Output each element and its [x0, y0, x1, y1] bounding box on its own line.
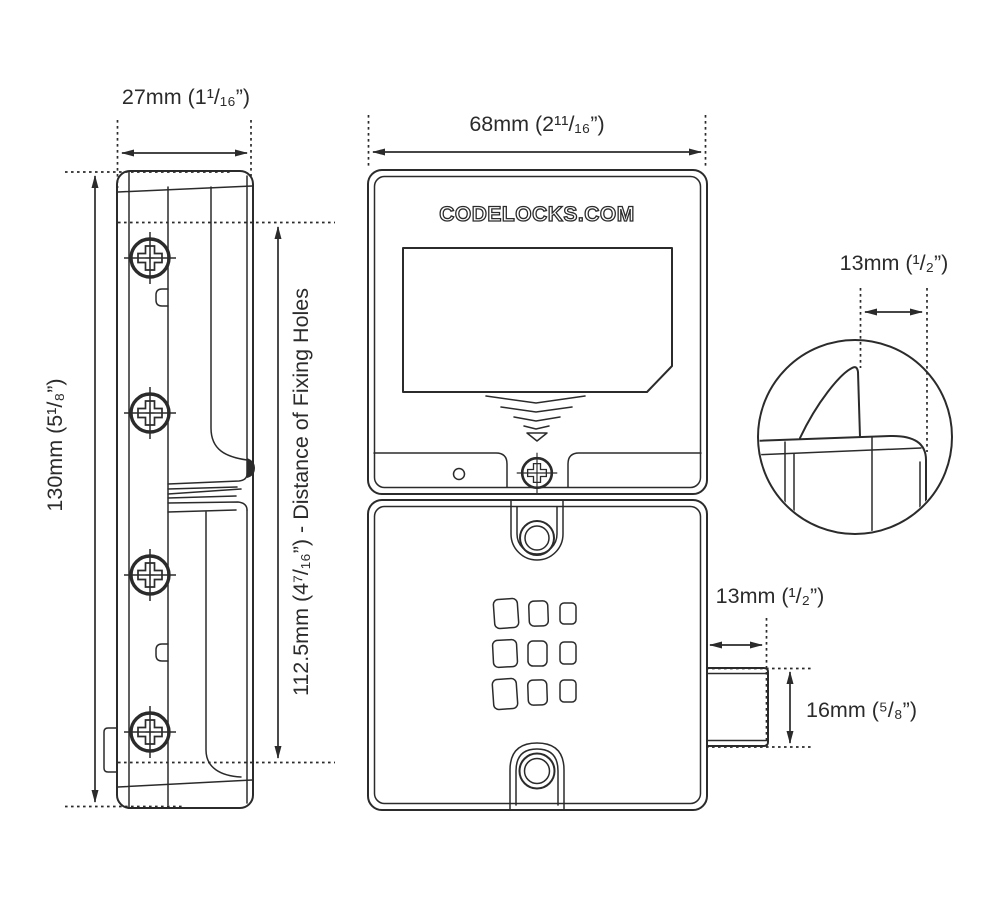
screw-hole-inner-icon	[523, 757, 551, 785]
screw-hole-icon	[519, 520, 555, 556]
keypad-button	[492, 597, 520, 630]
front-top-outline	[367, 169, 708, 495]
dim-fixing-holes-label: 112.5mm (4⁷/₁₆”) - Distance of Fixing Ho…	[289, 288, 313, 696]
dimension-68mm: 68mm (2¹¹/₁₆”)	[367, 112, 707, 168]
latch-fin-icon	[799, 366, 861, 439]
screw-hole-icon	[518, 752, 556, 790]
dim-latch-width-label: 13mm (¹/₂”)	[840, 251, 949, 275]
keypad-button	[491, 677, 519, 711]
front-bottom-inner-outline	[373, 505, 702, 805]
keypad-button	[559, 641, 577, 665]
screw-tab-top	[510, 500, 564, 561]
indicator-hole	[452, 467, 466, 481]
keypad	[491, 597, 577, 711]
latch-bolt	[706, 667, 769, 747]
dimension-112mm-fixing-holes: 112.5mm (4⁷/₁₆”) - Distance of Fixing Ho…	[118, 221, 335, 764]
latch-fin-side-icon	[247, 458, 255, 478]
front-view-top: CODELOCKS.COM	[367, 169, 708, 495]
side-top-seam	[117, 185, 253, 193]
dim-bolt-height-label: 16mm (⁵/₈”)	[806, 698, 917, 722]
keypad-button	[559, 602, 577, 625]
front-view-bottom	[367, 499, 769, 811]
chevron-marks-icon	[485, 395, 586, 442]
display-window	[402, 247, 673, 393]
side-view	[103, 170, 255, 809]
detail-body-top	[759, 434, 927, 533]
side-body-outline	[116, 170, 254, 809]
side-tab	[103, 727, 118, 773]
screw-tab-top-inner	[516, 506, 558, 555]
divider-strip-left	[373, 452, 508, 488]
screw-tab-bottom	[509, 742, 565, 810]
dimension-16mm-bolt-height: 16mm (⁵/₈”)	[706, 667, 917, 748]
side-bottom-seam	[117, 779, 253, 788]
dim-side-width-label: 27mm (1¹/₁₆”)	[122, 85, 250, 109]
detail-circle	[757, 339, 953, 535]
keypad-button	[559, 679, 577, 703]
dim-body-height-label: 130mm (5¹/₈”)	[43, 378, 67, 511]
latch-detail-view	[757, 339, 953, 535]
side-top-cover-groove	[210, 186, 248, 461]
dimension-27mm: 27mm (1¹/₁₆”)	[116, 85, 252, 188]
side-body-split	[167, 473, 248, 513]
keypad-button	[528, 600, 550, 627]
detail-body-seam	[759, 447, 922, 456]
brand-text: CODELOCKS.COM	[439, 203, 635, 226]
mount-hook-icon	[155, 288, 169, 307]
dim-front-width-label: 68mm (2¹¹/₁₆”)	[469, 112, 604, 136]
screw-tab-bottom-inner	[515, 748, 559, 806]
keypad-button	[527, 679, 549, 706]
mount-hook-icon	[155, 643, 169, 662]
side-bottom-cover-groove	[205, 511, 242, 778]
screw-hole-inner-icon	[524, 525, 550, 551]
divider-strip-right	[567, 452, 702, 488]
dimension-130mm: 130mm (5¹/₈”)	[43, 171, 233, 808]
keypad-button	[491, 638, 519, 669]
dimension-13mm-bolt: 13mm (¹/₂”)	[709, 584, 825, 750]
front-bottom-outline	[367, 499, 708, 811]
keypad-button	[527, 640, 548, 667]
dimension-13mm-latch: 13mm (¹/₂”)	[840, 251, 949, 452]
dim-bolt-width-label: 13mm (¹/₂”)	[716, 584, 825, 608]
